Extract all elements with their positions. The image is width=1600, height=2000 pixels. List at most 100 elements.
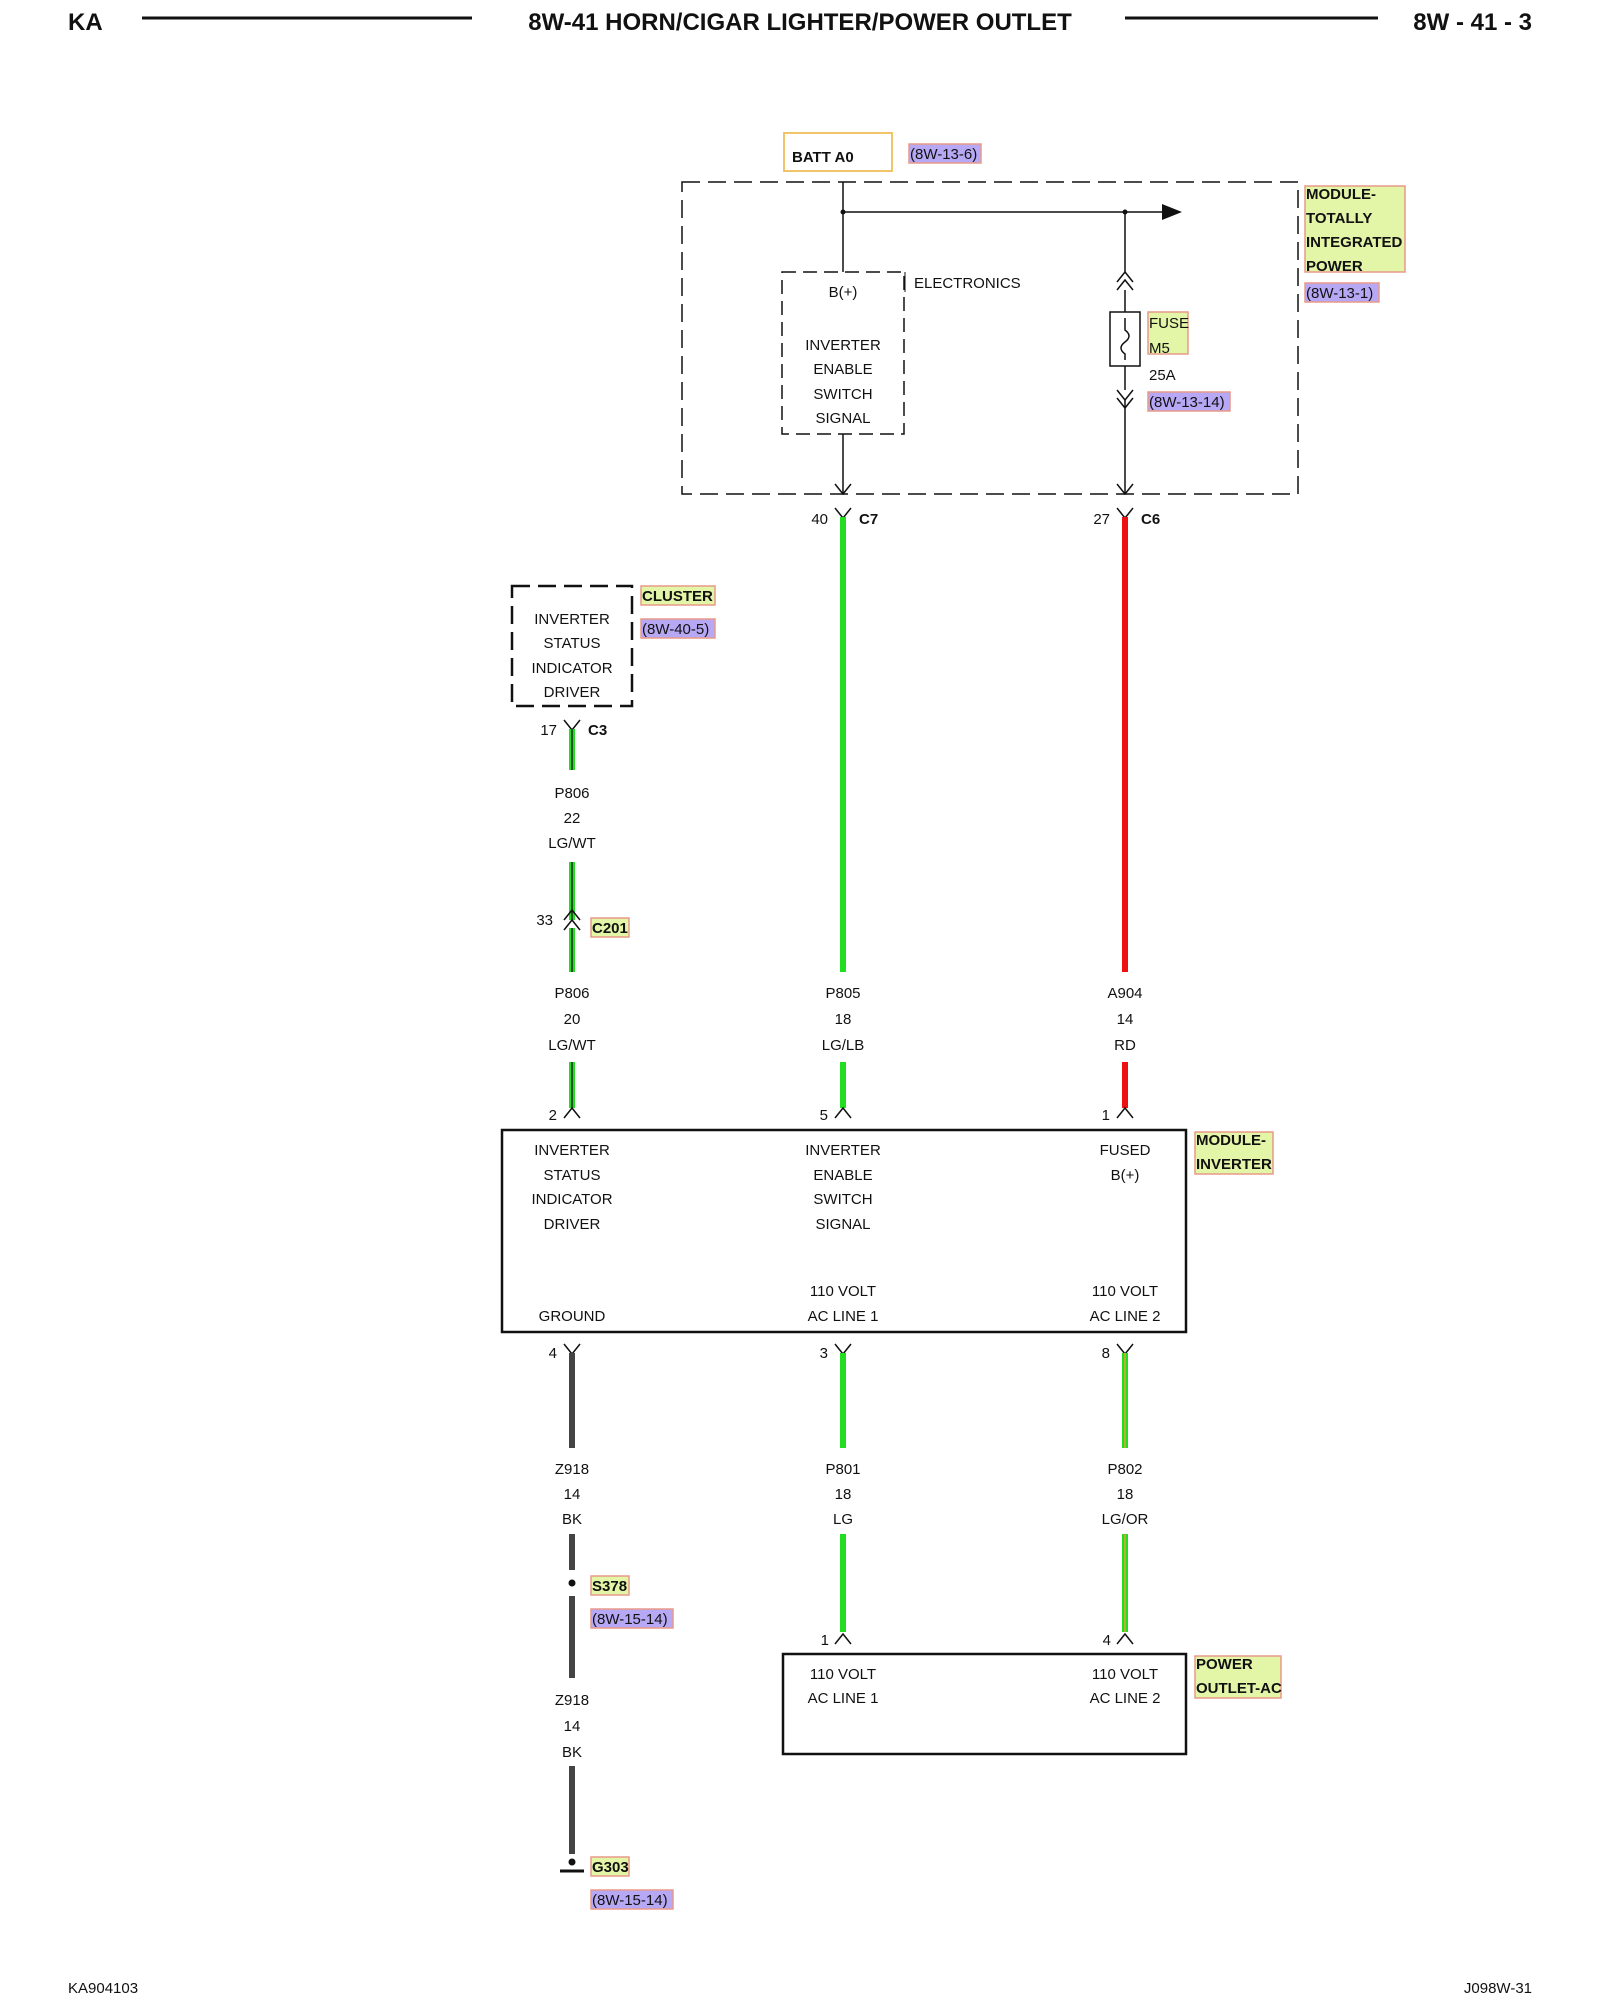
inv-pin-1: 1: [1102, 1107, 1110, 1124]
c201-name: C201: [592, 920, 628, 937]
outlet-ac2-line-2: AC LINE 2: [1090, 1690, 1161, 1707]
a904-color: RD: [1114, 1037, 1136, 1054]
outlet-name-line-2: OUTLET-AC: [1196, 1680, 1282, 1697]
power-outlet-module: 1 4 110 VOLT AC LINE 1 110 VOLT AC LINE …: [781, 1632, 1282, 1756]
p805-gauge: 18: [835, 1011, 852, 1028]
inv-fused-line-1: FUSED: [1100, 1142, 1151, 1159]
outlet-name-line-1: POWER: [1196, 1656, 1253, 1673]
cluster-connector: C3: [588, 722, 607, 739]
footer-left: KA904103: [68, 1980, 138, 1997]
inv-fused-line-2: B(+): [1111, 1167, 1140, 1184]
fuse-rating: 25A: [1149, 367, 1176, 384]
cluster-line-4: DRIVER: [544, 684, 601, 701]
inv-pin-3: 3: [820, 1345, 828, 1362]
p802-gauge: 18: [1117, 1486, 1134, 1503]
z918-upper-circuit: Z918: [555, 1461, 589, 1478]
z918-upper-gauge: 14: [564, 1486, 581, 1503]
tipm-signal-line-4: SIGNAL: [815, 410, 870, 427]
fuse-ref-link[interactable]: (8W-13-14): [1149, 394, 1225, 411]
inverter-name-line-1: MODULE-: [1196, 1132, 1266, 1149]
c201-connector: 33 C201: [536, 912, 630, 938]
inv-ac2-line-2: AC LINE 2: [1090, 1308, 1161, 1325]
wire-labels-row-2: Z918 14 BK P801 18 LG P802 18 LG/OR: [555, 1461, 1149, 1528]
p801-circuit: P801: [825, 1461, 860, 1478]
p805-circuit: P805: [825, 985, 860, 1002]
inv-enable-line-1: INVERTER: [805, 1142, 881, 1159]
p801-gauge: 18: [835, 1486, 852, 1503]
inv-ground: GROUND: [539, 1308, 606, 1325]
outlet-ac2-line-1: 110 VOLT: [1092, 1666, 1158, 1683]
inv-status-line-3: INDICATOR: [531, 1191, 612, 1208]
outlet-pin-1: 1: [821, 1632, 829, 1649]
wire-p806-upper-labels: P806 22 LG/WT: [548, 785, 596, 852]
z918-upper-color: BK: [562, 1511, 582, 1528]
ground-ref-link[interactable]: (8W-15-14): [592, 1892, 668, 1909]
page-ref: 8W - 41 - 3: [1413, 9, 1532, 36]
a904-circuit: A904: [1107, 985, 1142, 1002]
tipm-name-line-3: INTEGRATED: [1306, 234, 1403, 251]
fuse-label-line-1: FUSE: [1149, 315, 1189, 332]
outlet-ac1-line-2: AC LINE 1: [808, 1690, 879, 1707]
wire-z918-lower-labels: Z918 14 BK: [555, 1692, 589, 1761]
c7-connector: C7: [859, 511, 878, 528]
ground-name: G303: [592, 1859, 629, 1876]
tipm-ref-link[interactable]: (8W-13-1): [1306, 285, 1373, 302]
tipm-signal-line-1: INVERTER: [805, 337, 881, 354]
wire-labels-row-1: P806 20 LG/WT P805 18 LG/LB A904 14 RD: [548, 985, 1142, 1054]
cluster-ref-link[interactable]: (8W-40-5): [642, 621, 709, 638]
inv-status-line-1: INVERTER: [534, 1142, 610, 1159]
splice-ref-link[interactable]: (8W-15-14): [592, 1611, 668, 1628]
z918-lower-gauge: 14: [564, 1718, 581, 1735]
electronics-label: ELECTRONICS: [914, 275, 1021, 292]
inv-enable-line-4: SIGNAL: [815, 1216, 870, 1233]
cluster-name: CLUSTER: [642, 588, 713, 605]
tipm-module: ELECTRONICS B(+) INVERTER ENABLE SWITCH …: [681, 181, 1406, 496]
p801-color: LG: [833, 1511, 853, 1528]
p802-color: LG/OR: [1102, 1511, 1149, 1528]
inv-ac1-line-1: 110 VOLT: [810, 1283, 876, 1300]
wire-circuit: P806: [554, 785, 589, 802]
p806-lower-color: LG/WT: [548, 1037, 596, 1054]
batt-label: BATT A0: [792, 149, 854, 166]
fuse-label-line-2: M5: [1149, 340, 1170, 357]
inv-pin-4: 4: [549, 1345, 557, 1362]
page-header: KA 8W-41 HORN/CIGAR LIGHTER/POWER OUTLET…: [68, 9, 1532, 36]
c6-pin: 27: [1093, 511, 1110, 528]
inv-status-line-2: STATUS: [544, 1167, 601, 1184]
outlet-pin-4: 4: [1103, 1632, 1111, 1649]
inv-enable-line-2: ENABLE: [813, 1167, 872, 1184]
bplus-label: B(+): [829, 284, 858, 301]
c7-pin: 40: [811, 511, 828, 528]
page-title: 8W-41 HORN/CIGAR LIGHTER/POWER OUTLET: [528, 9, 1072, 36]
inv-ac2-line-1: 110 VOLT: [1092, 1283, 1158, 1300]
tipm-signal-line-3: SWITCH: [813, 386, 872, 403]
z918-lower-circuit: Z918: [555, 1692, 589, 1709]
cluster-line-2: STATUS: [544, 635, 601, 652]
inv-ac1-line-2: AC LINE 1: [808, 1308, 879, 1325]
inverter-module: 2 5 1 INVERTER STATUS INDICATOR DRIVER I…: [500, 1106, 1274, 1362]
inv-pin-2: 2: [549, 1107, 557, 1124]
splice-s378-dot: [568, 1579, 576, 1587]
wire-z918-run: [560, 1353, 584, 1873]
cluster-line-1: INVERTER: [534, 611, 610, 628]
p805-color: LG/LB: [822, 1037, 865, 1054]
inv-pin-8: 8: [1102, 1345, 1110, 1362]
splice-s378: S378 (8W-15-14): [590, 1575, 674, 1629]
inverter-name-line-2: INVERTER: [1196, 1156, 1272, 1173]
wire-gauge: 22: [564, 810, 581, 827]
c201-pin: 33: [536, 912, 553, 929]
p802-circuit: P802: [1107, 1461, 1142, 1478]
tipm-name-line-1: MODULE-: [1306, 186, 1376, 203]
ground-g303: G303 (8W-15-14): [590, 1856, 674, 1910]
tipm-name-line-4: POWER: [1306, 258, 1363, 275]
a904-gauge: 14: [1117, 1011, 1134, 1028]
cluster-pin: 17: [540, 722, 557, 739]
inv-pin-5: 5: [820, 1107, 828, 1124]
tipm-name-line-2: TOTALLY: [1306, 210, 1372, 227]
c6-connector: C6: [1141, 511, 1160, 528]
tipm-signal-line-2: ENABLE: [813, 361, 872, 378]
wire-p806-run: [563, 729, 581, 1108]
batt-ref-link[interactable]: (8W-13-6): [910, 146, 977, 163]
inv-enable-line-3: SWITCH: [813, 1191, 872, 1208]
cluster-line-3: INDICATOR: [531, 660, 612, 677]
